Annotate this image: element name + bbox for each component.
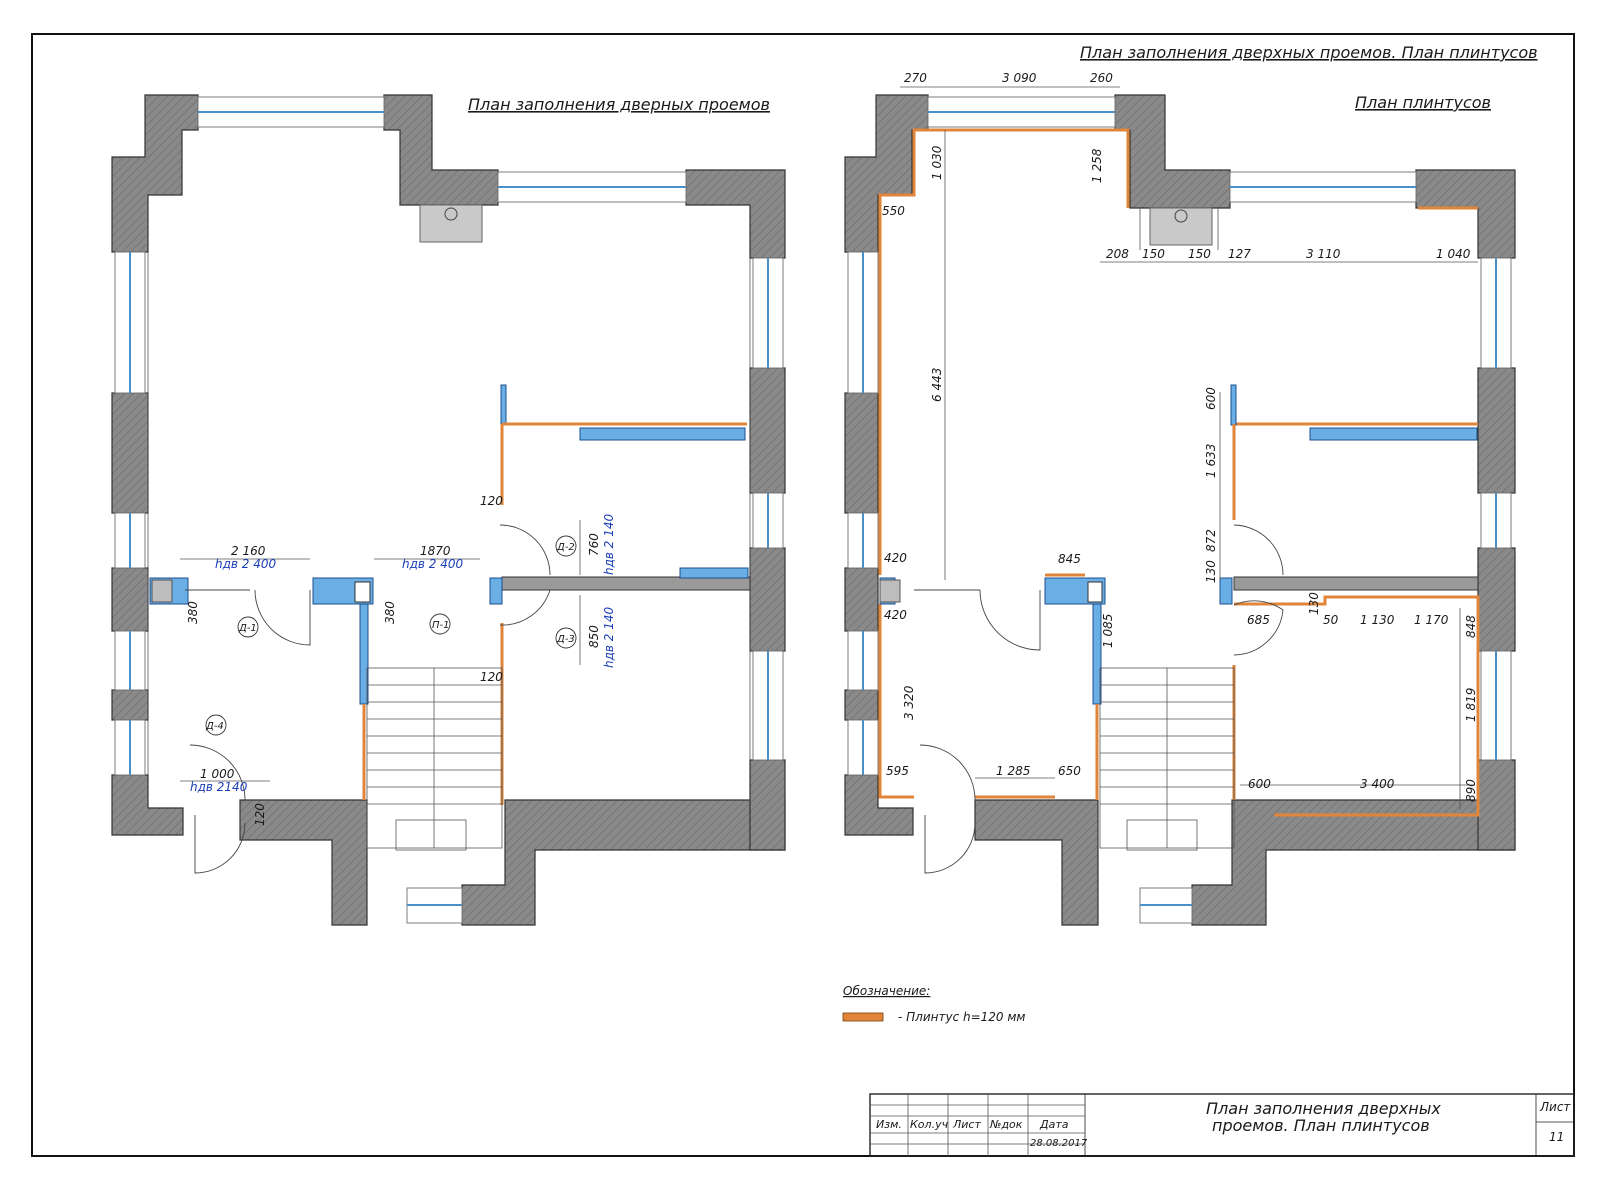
left-plan-title: План заполнения дверных проемов [468, 95, 770, 114]
dim-1258: 1 258 [1090, 148, 1104, 183]
tb-sheet-label: Лист [1539, 1100, 1571, 1114]
dim-600-b: 600 [1248, 777, 1271, 791]
dim-6443: 6 443 [930, 368, 944, 402]
door-height-d2: hдв 2 140 [602, 513, 616, 575]
door-width-d2: 760 [587, 533, 601, 556]
door-depth-d1: 380 [186, 601, 200, 624]
dim-872: 872 [1204, 529, 1218, 552]
tb-col-doc: №док [989, 1118, 1023, 1131]
legend-skirting-swatch [842, 1012, 884, 1022]
dim-127: 127 [1228, 247, 1251, 261]
dim-208: 208 [1106, 247, 1129, 261]
door-width-d4: 1 000 [200, 767, 235, 781]
dim-1030: 1 030 [930, 145, 944, 180]
door-width-d3: 850 [587, 625, 601, 648]
door-tag-d1: Д-1 [238, 623, 257, 634]
right-floor-plan [844, 86, 1516, 926]
door-depth-d4: 120 [253, 803, 267, 826]
legend-heading: Обозначение: [843, 984, 930, 998]
dim-650: 650 [1058, 764, 1081, 778]
tb-col-list: Лист [952, 1118, 981, 1131]
dim-848: 848 [1464, 615, 1478, 638]
left-dim-120-b: 120 [480, 670, 503, 684]
door-height-d4: hдв 2140 [190, 780, 248, 794]
dim-150-a: 150 [1142, 247, 1165, 261]
door-depth-p1: 380 [383, 601, 397, 624]
dim-685: 685 [1247, 613, 1270, 627]
dim-top-270: 270 [904, 71, 927, 85]
dim-150-b: 150 [1188, 247, 1211, 261]
dim-1633: 1 633 [1204, 444, 1218, 478]
dim-3320: 3 320 [902, 685, 916, 720]
dim-1040: 1 040 [1436, 247, 1471, 261]
dim-1285: 1 285 [996, 764, 1030, 778]
door-width-p1: 1870 [420, 544, 451, 558]
sheet-title: План заполнения дверхных проемов. План п… [1080, 43, 1538, 62]
dim-595: 595 [886, 764, 909, 778]
dim-3400: 3 400 [1360, 777, 1395, 791]
dim-130-b: 130 [1307, 592, 1321, 615]
left-floor-plan [111, 94, 786, 926]
dim-845: 845 [1058, 552, 1081, 566]
dim-130-a: 130 [1204, 560, 1218, 583]
door-height-d3: hдв 2 140 [602, 606, 616, 668]
tb-col-izm: Изм. [876, 1118, 902, 1131]
dim-1085: 1 085 [1101, 614, 1115, 648]
dim-50: 50 [1323, 613, 1339, 627]
door-width-d1: 2 160 [231, 544, 266, 558]
dim-550: 550 [882, 204, 905, 218]
door-tag-d3: Д-3 [556, 634, 575, 645]
sheet-frame [31, 33, 1575, 1157]
tb-col-koluch: Кол.уч [910, 1118, 949, 1131]
legend-skirting-label: - Плинтус h=120 мм [898, 1010, 1025, 1024]
tb-col-date: Дата [1039, 1118, 1069, 1131]
dim-1130: 1 130 [1360, 613, 1395, 627]
tb-title-line1: План заполнения дверхных [1206, 1099, 1441, 1118]
dim-1819: 1 819 [1464, 688, 1478, 722]
dim-top-3090: 3 090 [1002, 71, 1037, 85]
door-tag-d2: Д-2 [556, 542, 575, 553]
door-tag-d4: Д-4 [205, 721, 224, 732]
dim-600-a: 600 [1204, 387, 1218, 410]
dim-420-b: 420 [884, 608, 907, 622]
dim-420-a: 420 [884, 551, 907, 565]
door-height-p1: hдв 2 400 [402, 557, 464, 571]
tb-sheet-number: 11 [1549, 1130, 1564, 1144]
left-dim-120-a: 120 [480, 494, 503, 508]
dim-1170: 1 170 [1414, 613, 1449, 627]
dim-top-260: 260 [1090, 71, 1113, 85]
door-height-d1: hдв 2 400 [215, 557, 277, 571]
title-block [869, 1093, 1575, 1157]
dim-890: 890 [1464, 779, 1478, 802]
tb-date: 28.08.2017 [1030, 1138, 1088, 1149]
dim-3110: 3 110 [1306, 247, 1341, 261]
door-tag-p1: П-1 [432, 620, 450, 631]
right-plan-title: План плинтусов [1355, 93, 1491, 112]
tb-title-line2: проемов. План плинтусов [1212, 1116, 1430, 1135]
